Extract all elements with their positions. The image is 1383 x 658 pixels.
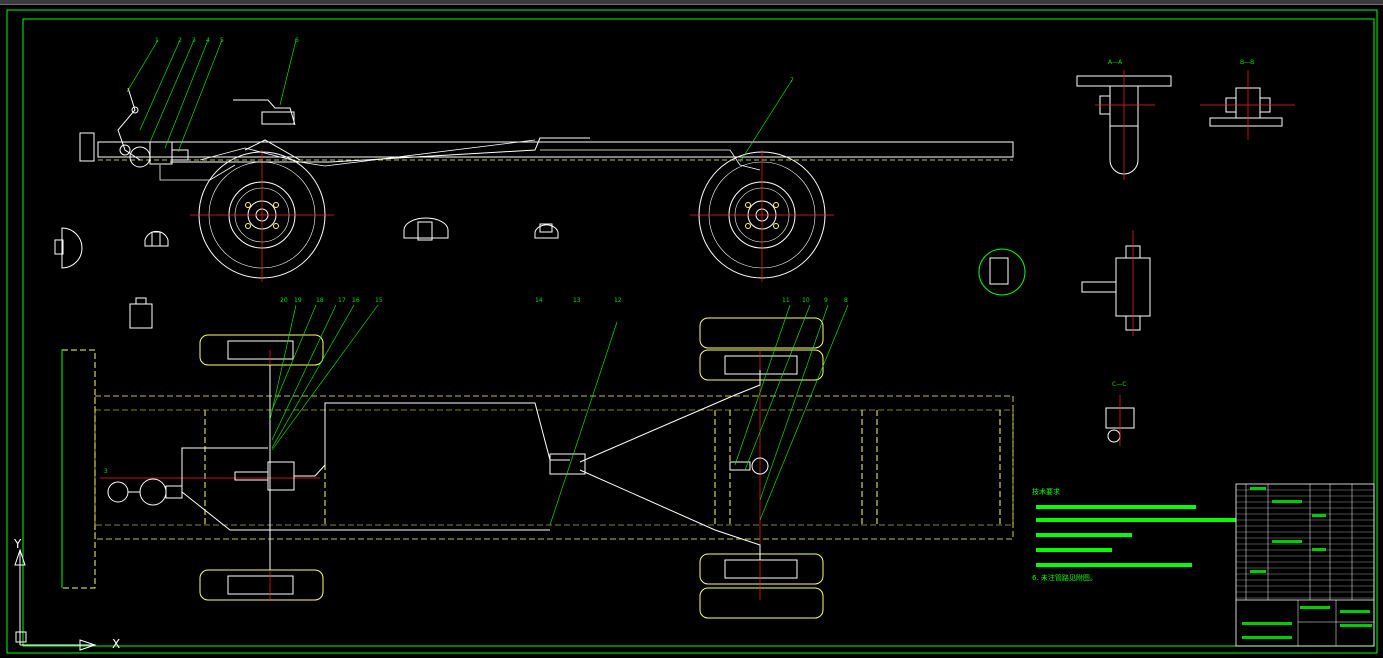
part-label-15: 15 — [375, 297, 383, 304]
part-label-13: 13 — [573, 297, 581, 304]
part-label-3: 3 — [192, 37, 196, 44]
tech-requirements-title: 技术要求 — [1032, 487, 1060, 496]
part-label-16: 16 — [352, 297, 360, 304]
window-title-bar — [0, 0, 1383, 5]
front-wheel — [190, 150, 334, 282]
part-label-18: 18 — [316, 297, 324, 304]
valve-detail — [1081, 230, 1151, 336]
brake-pedal-assembly — [117, 87, 189, 168]
front-left-tyre — [199, 334, 324, 366]
ucs-icon: X Y — [13, 537, 120, 651]
part-label-10: 10 — [802, 297, 810, 304]
part-label-3-plan: 3 — [104, 468, 108, 475]
part-label-8: 8 — [844, 297, 848, 304]
part-label-12: 12 — [614, 297, 622, 304]
rear-right-tyre-outer — [699, 587, 824, 619]
part-label-1: 1 — [155, 37, 159, 44]
part-label-6: 6 — [295, 37, 299, 44]
rear-wheel — [690, 150, 834, 282]
front-right-tyre — [199, 569, 324, 601]
plan-brake-line — [181, 447, 268, 492]
brake-booster — [139, 478, 167, 506]
part-label-7: 7 — [790, 77, 794, 84]
tech-note-6: 6. 未注管路见附图。 — [1032, 573, 1097, 582]
technical-requirements: 技术要求 6. 未注管路见附图。 — [1032, 487, 1236, 582]
part-label-17: 17 — [338, 297, 346, 304]
part-label-14: 14 — [535, 297, 543, 304]
rear-left-tyre-inner — [699, 349, 824, 381]
front-bumper — [79, 132, 95, 162]
section-cc-label: C—C — [1112, 381, 1126, 388]
ucs-y-label: Y — [13, 537, 22, 551]
drawing-canvas[interactable]: 1 2 3 4 5 6 7 A—A B—B — [0, 5, 1383, 658]
section-aa: A—A — [1076, 59, 1172, 180]
detail-views-left — [54, 217, 1026, 329]
part-label-4: 4 — [206, 37, 210, 44]
relay-valve — [267, 461, 295, 491]
section-aa-label: A—A — [1108, 59, 1123, 66]
section-bb-label: B—B — [1240, 59, 1254, 66]
rear-right-tyre-inner — [699, 553, 824, 585]
side-frame-rail — [97, 141, 1014, 158]
distributor-valve — [549, 453, 586, 475]
ucs-x-label: X — [112, 637, 120, 651]
inner-border — [22, 18, 1375, 647]
part-label-20: 20 — [280, 297, 288, 304]
hand-brake-lever — [233, 99, 301, 161]
section-cc: C—C — [1105, 381, 1135, 446]
front-bumper-plan — [61, 349, 96, 589]
side-view: 1 2 3 4 5 6 7 — [79, 37, 1014, 282]
part-label-2: 2 — [178, 37, 182, 44]
title-block — [1235, 483, 1375, 647]
plan-frame — [94, 395, 1014, 540]
section-bb: B—B — [1200, 59, 1295, 140]
plan-view: 20 19 18 17 16 15 14 13 12 11 10 9 8 3 — [61, 297, 1014, 619]
rear-left-tyre-outer — [699, 317, 824, 349]
side-brake-line — [170, 137, 590, 163]
part-label-5: 5 — [220, 37, 224, 44]
part-label-11: 11 — [782, 297, 790, 304]
part-label-9: 9 — [824, 297, 828, 304]
part-label-19: 19 — [294, 297, 302, 304]
outer-border — [6, 9, 1378, 654]
